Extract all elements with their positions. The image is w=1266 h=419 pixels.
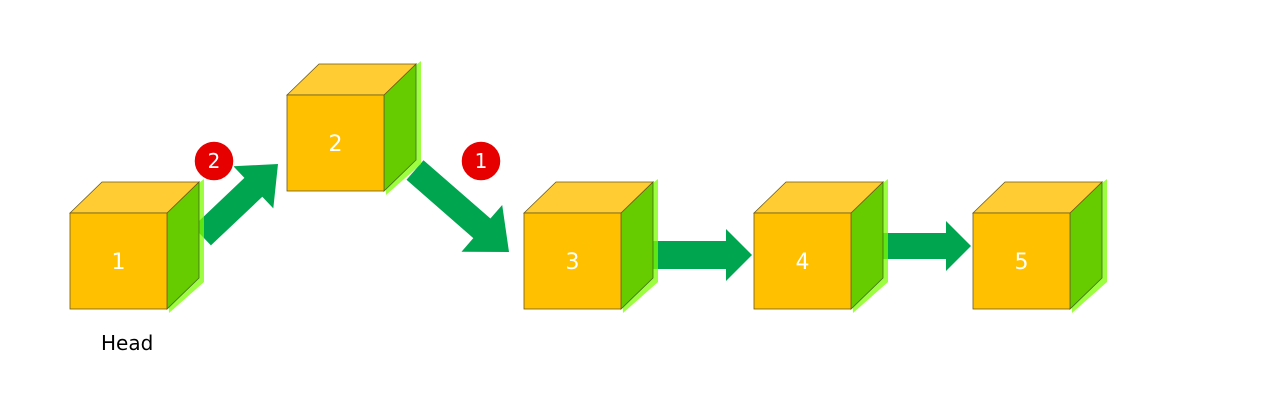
cube-front-face	[972, 212, 1071, 310]
node-label-4: 4	[796, 250, 810, 275]
arrow-2-to-3	[406, 160, 509, 252]
badge-number: 1	[475, 149, 488, 173]
cubes-layer: 1 2 3 4 5	[69, 61, 1107, 313]
step-badge-1: 1	[460, 140, 502, 182]
head-label: Head	[101, 331, 153, 355]
node-label-5: 5	[1015, 250, 1029, 275]
node-label-2: 2	[329, 132, 343, 157]
badge-circle	[460, 140, 502, 182]
node-cube-5: 5	[972, 179, 1107, 313]
step-badge-2: 2	[193, 140, 235, 182]
cube-front-face	[286, 94, 385, 192]
node-cube-2: 2	[286, 61, 421, 195]
node-cube-1: 1	[69, 179, 204, 313]
cube-front-face	[523, 212, 622, 310]
badge-circle	[193, 140, 235, 182]
node-cube-4: 4	[753, 179, 888, 313]
cube-front-face	[69, 212, 168, 310]
node-label-3: 3	[566, 250, 580, 275]
arrow-1-to-2	[193, 164, 278, 246]
cube-front-face	[753, 212, 852, 310]
badge-number: 2	[208, 149, 221, 173]
node-label-1: 1	[112, 250, 126, 275]
arrow-4-to-5	[869, 221, 971, 271]
arrows-layer	[193, 160, 971, 281]
node-cube-3: 3	[523, 179, 658, 313]
arrow-3-to-4	[651, 229, 752, 281]
